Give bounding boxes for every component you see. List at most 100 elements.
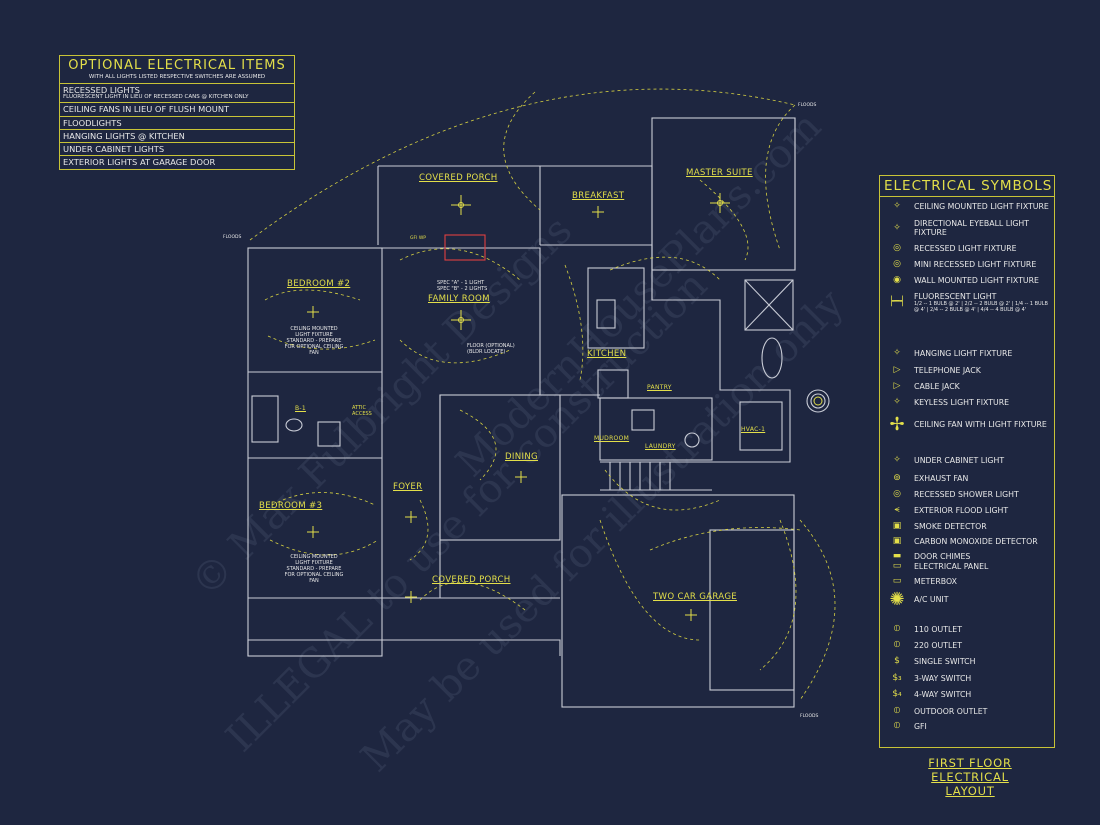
keyless-light-icon: ✧ [893,397,901,407]
note-floor-optional: FLOOR (OPTIONAL) [467,343,515,349]
legend-item-label: ELECTRICAL PANEL [914,562,1054,571]
optional-item-label: EXTERIOR LIGHTS AT GARAGE DOOR [63,157,216,168]
note-floods-bottom-right: FLOODS [800,714,819,719]
optional-item-label: HANGING LIGHTS @ KITCHEN [63,130,185,141]
fixture-symbols [307,193,823,621]
telephone-jack-icon: ▷ [893,365,901,375]
note-spec-a: SPEC "A" - 1 LIGHT [437,280,485,286]
room-label-hvac: HVAC-1 [741,426,766,433]
legend-item-text: TELEPHONE JACK [914,366,981,375]
caption-line-1: FIRST FLOOR [928,756,1012,770]
hanging-light-icon: ✧ [893,348,901,358]
fluorescent-light-icon: ┝━┥ [888,297,906,307]
optional-item-sublabel: FLUORESCENT LIGHT IN LIEU OF RECESSED CA… [63,94,249,101]
legend-item-text: ELECTRICAL PANEL [914,562,989,571]
legend-item-text: KEYLESS LIGHT FIXTURE [914,398,1010,407]
legend-item-text: CARBON MONOXIDE DETECTOR [914,537,1038,546]
legend-item-label: SINGLE SWITCH [914,657,1054,666]
room-label-dining: DINING [505,452,539,462]
optional-item-row: CEILING FANS IN LIEU OF FLUSH MOUNT [60,103,294,117]
room-label-bath: B-1 [295,405,306,412]
legend-item-text: RECESSED LIGHT FIXTURE [914,244,1017,253]
legend-item-text: METERBOX [914,577,957,586]
legend-item: ▣SMOKE DETECTOR [880,522,1054,532]
legend-item: ◉ WALL MOUNTED LIGHT FIXTURE [880,275,1054,286]
legend-item-label: RECESSED LIGHT FIXTURE [914,244,1054,253]
legend-item-text: A/C UNIT [914,595,949,604]
outdoor-outlet-icon: ⦶ [893,706,901,716]
ceiling-fan-icon: ✢ [889,414,905,435]
electrical-panel-icon: ▭ [892,561,902,571]
optional-items-subtitle: WITH ALL LIGHTS LISTED RESPECTIVE SWITCH… [60,73,294,84]
legend-item: ◎RECESSED LIGHT FIXTURE [880,244,1054,254]
gfi-icon: ⦶ [893,721,901,731]
legend-item-text: SINGLE SWITCH [914,657,976,666]
legend-item: ▷CABLE JACK [880,382,1054,392]
legend-item-text: CEILING MOUNTED LIGHT FIXTURE [914,202,1049,211]
room-label-garage: TWO CAR GARAGE [653,592,738,602]
legend-item-text: SMOKE DETECTOR [914,522,987,531]
exhaust-fan-icon: ⊚ [893,473,901,483]
optional-item-label: FLOODLIGHTS [63,117,122,128]
legend-item-label: A/C UNIT [914,595,1054,604]
note-floor-bldr: (BLDR LOCATE) [467,349,506,355]
room-label-family-room: FAMILY ROOM [428,294,490,304]
legend-item-label: EXTERIOR FLOOD LIGHT [914,506,1054,515]
legend-item: ⦶GFI [880,721,1054,732]
note-bedroom3-ceiling: CEILING MOUNTED LIGHT FIXTURE STANDARD -… [284,554,344,584]
dining-walls [439,394,561,541]
legend-item: ⪪EXTERIOR FLOOD LIGHT [880,506,1054,516]
legend-item-text: EXHAUST FAN [914,474,969,483]
kitchen-island [587,267,645,349]
ac-unit-icon: ✺ [889,589,905,610]
electrical-symbols-legend: ELECTRICAL SYMBOLS ✧CEILING MOUNTED LIGH… [879,175,1055,748]
legend-item-text: 3-WAY SWITCH [914,674,972,683]
co-detector-icon: ▣ [892,536,902,546]
eyeball-light-icon: ✧ [893,222,901,233]
legend-item-label: 110 OUTLET [914,625,1054,634]
optional-item-row: FLOODLIGHTS [60,117,294,130]
legend-item-label: CARBON MONOXIDE DETECTOR [914,537,1054,546]
master-suite-walls [651,117,796,271]
legend-item-label: EXHAUST FAN [914,474,1054,483]
outlet-110-icon: ⦶ [893,624,901,634]
legend-item-label: DIRECTIONAL EYEBALL LIGHT FIXTURE [914,219,1054,237]
legend-item: ✧ KEYLESS LIGHT FIXTURE [880,397,1054,408]
legend-item: ▬DOOR CHIMES [880,552,1054,562]
legend-item-sublabel: 1/2 -- 1 BULB @ 2' | 2/2 -- 2 BULB @ 2' … [914,301,1048,313]
room-label-mudroom: MUDROOM [594,435,630,442]
legend-item-text: DOOR CHIMES [914,552,971,561]
legend-item-label: RECESSED SHOWER LIGHT [914,490,1054,499]
legend-item: ⦶OUTDOOR OUTLET [880,706,1054,717]
legend-item: ▣ CARBON MONOXIDE DETECTOR [880,536,1054,547]
legend-item: ⊚ EXHAUST FAN [880,473,1054,484]
legend-item: ▭ METERBOX [880,576,1054,587]
under-cabinet-light-icon: ✧ [893,455,901,465]
three-way-switch-icon: $₃ [892,673,902,683]
legend-item-text: UNDER CABINET LIGHT [914,456,1005,465]
optional-item-label: UNDER CABINET LIGHTS [63,144,165,155]
legend-item-label: 220 OUTLET [914,641,1054,650]
kitchen-range [597,369,629,399]
legend-item-label: WALL MOUNTED LIGHT FIXTURE [914,276,1054,285]
note-bedroom2-ceiling: CEILING MOUNTED LIGHT FIXTURE STANDARD -… [284,326,344,356]
note-gfi-wp: GFI WP [410,236,426,241]
room-label-pantry: PANTRY [647,384,672,391]
ceiling-light-icon: ✧ [893,201,901,211]
legend-item-text: EXTERIOR FLOOD LIGHT [914,506,1009,515]
legend-item-text: FLUORESCENT LIGHT [914,292,997,301]
legend-item-text: MINI RECESSED LIGHT FIXTURE [914,260,1037,269]
legend-item-label: TELEPHONE JACK [914,366,1054,375]
wall-light-icon: ◉ [893,275,901,285]
legend-item-label: METERBOX [914,577,1054,586]
room-label-covered-porch-rear: COVERED PORCH [419,173,498,183]
stair-treads [600,461,712,491]
legend-item: ✧ DIRECTIONAL EYEBALL LIGHT FIXTURE [880,219,1054,237]
meterbox-icon: ▭ [892,576,902,586]
legend-item-text: 220 OUTLET [914,641,962,650]
legend-item: ◎MINI RECESSED LIGHT FIXTURE [880,260,1054,270]
